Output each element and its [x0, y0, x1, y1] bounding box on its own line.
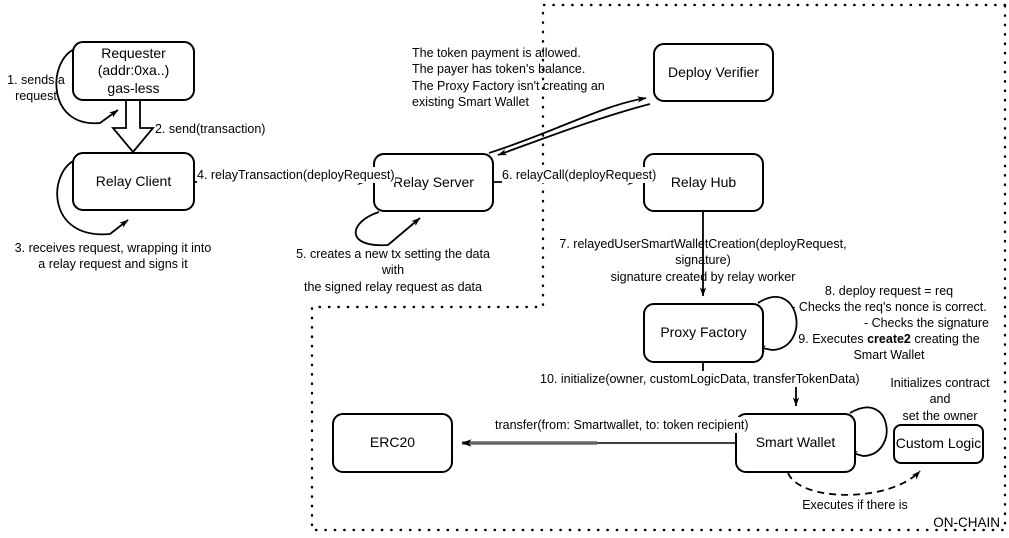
node-smart-wallet-label: Smart Wallet — [755, 434, 836, 451]
on-chain-boundary — [310, 3, 1007, 532]
node-custom-logic[interactable]: Custom Logic — [893, 424, 984, 464]
node-relay-hub-label: Relay Hub — [670, 173, 737, 190]
node-relay-hub[interactable]: Relay Hub — [643, 153, 764, 212]
edge-server-to-verifier — [488, 96, 647, 154]
label-step-9-prefix: 9. Executes — [798, 332, 868, 346]
node-proxy-factory-label: Proxy Factory — [660, 324, 747, 341]
label-verifier-conditions: The token payment is allowed. The payer … — [412, 46, 605, 109]
edge-requester-self — [55, 47, 119, 124]
edge-relay-client-self — [56, 158, 129, 236]
label-step-6: 6. relayCall(deployRequest) — [502, 167, 657, 184]
label-step-9-line2: Smart Wallet — [853, 348, 925, 362]
label-step-4: 4. relayTransaction(deployRequest) — [197, 167, 395, 184]
label-step-9-create2: create2 — [867, 332, 911, 346]
label-step-3: 3. receives request, wrapping it into a … — [14, 241, 212, 272]
label-step-5: 5. creates a new tx setting the data wit… — [296, 247, 490, 294]
node-deploy-verifier[interactable]: Deploy Verifier — [653, 43, 774, 102]
node-erc20[interactable]: ERC20 — [332, 413, 453, 473]
node-relay-client[interactable]: Relay Client — [72, 152, 195, 211]
node-custom-logic-label: Custom Logic — [895, 435, 982, 452]
node-proxy-factory[interactable]: Proxy Factory — [643, 303, 764, 363]
edge-verifier-to-server — [497, 103, 651, 156]
node-requester-label: Requester (addr:0xa..) gas-less — [97, 45, 170, 96]
node-erc20-label: ERC20 — [369, 434, 416, 451]
label-step-2: 2. send(transaction) — [155, 122, 266, 136]
label-step-9: 9. Executes create2 creating the — [789, 331, 989, 347]
label-step-10: 10. initialize(owner, customLogicData, t… — [540, 371, 860, 388]
edge-smartwallet-to-customlogic — [787, 470, 921, 496]
edge-proxy-factory-self — [756, 296, 798, 352]
node-smart-wallet[interactable]: Smart Wallet — [735, 413, 856, 473]
label-on-chain: ON-CHAIN — [933, 515, 1000, 530]
label-step-8-line1: 8. deploy request = req — [824, 284, 954, 298]
edge-smart-wallet-self — [848, 406, 888, 458]
label-executes-if-there-is: Executes if there is — [802, 498, 908, 512]
node-relay-server-label: Relay Server — [393, 173, 474, 190]
label-step-1: 1. sends a request — [7, 73, 65, 104]
label-step-9-suffix: creating the — [910, 332, 980, 346]
node-deploy-verifier-label: Deploy Verifier — [667, 63, 760, 80]
node-relay-client-label: Relay Client — [95, 172, 172, 189]
edge-send-transaction — [111, 101, 155, 154]
label-transfer: transfer(from: Smartwallet, to: token re… — [495, 417, 749, 434]
label-step-8-line2: - Checks the req's nonce is correct. — [791, 300, 987, 314]
label-step-8-line3: - Checks the signature — [863, 316, 989, 330]
edge-relay-server-self — [354, 211, 421, 247]
label-step-7: 7. relayedUserSmartWalletCreation(deploy… — [559, 237, 847, 284]
node-requester[interactable]: Requester (addr:0xa..) gas-less — [72, 41, 195, 101]
label-initializes-contract: Initializes contract and set the owner — [890, 376, 990, 423]
